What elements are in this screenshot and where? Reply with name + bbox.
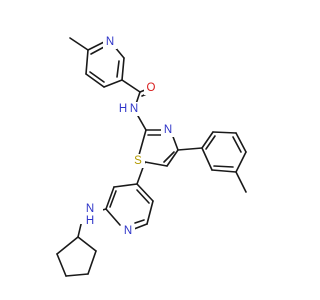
- amide-hydrogen: H: [119, 103, 127, 115]
- thiazole-sulfur: S: [134, 155, 142, 167]
- bond: [138, 129, 147, 156]
- bond: [121, 57, 125, 81]
- atom-label-background: [103, 35, 117, 49]
- atom-label-background: [131, 154, 145, 168]
- pyridine-nitrogen-bottom: N: [124, 225, 132, 237]
- bond: [205, 135, 216, 150]
- chemical-structure-canvas: N O H N N S N N H: [56, 35, 247, 277]
- bond: [201, 131, 214, 149]
- chemical-structure-diagram: N O H N N S N N H: [56, 35, 247, 277]
- bond-lines: [56, 37, 247, 277]
- atom-label-background: [121, 224, 135, 238]
- bond: [232, 136, 242, 153]
- bond: [235, 171, 247, 193]
- bond: [211, 169, 237, 173]
- bond: [136, 183, 154, 202]
- amine-nitrogen: N: [86, 203, 94, 215]
- bond: [133, 223, 148, 230]
- bond: [56, 236, 79, 255]
- bond: [166, 149, 179, 167]
- bond: [85, 73, 105, 88]
- bond: [146, 200, 154, 225]
- bond: [77, 236, 97, 252]
- bond: [69, 37, 89, 51]
- bond: [144, 161, 168, 167]
- bond: [235, 132, 247, 153]
- bond: [212, 131, 237, 134]
- pyridine-nitrogen-top: N: [106, 36, 114, 48]
- bond: [56, 253, 67, 277]
- thiazole-nitrogen: N: [164, 124, 172, 136]
- bond: [105, 208, 121, 226]
- bond: [121, 79, 141, 93]
- bond: [103, 79, 123, 88]
- atom-labels: N O H N N S N N H: [79, 35, 175, 238]
- bond: [105, 186, 115, 210]
- bond: [213, 165, 234, 168]
- bond: [137, 115, 147, 131]
- bond: [87, 41, 105, 51]
- amine-hydrogen: H: [86, 215, 94, 227]
- bond: [109, 190, 117, 208]
- carbonyl-oxygen: O: [147, 82, 156, 94]
- bond: [116, 60, 120, 78]
- atom-label-background: [161, 123, 175, 137]
- bond: [201, 147, 213, 171]
- bond: [87, 250, 97, 275]
- bond: [235, 151, 247, 173]
- atom-label-background: [117, 102, 141, 116]
- amide-nitrogen: N: [130, 103, 138, 115]
- bond: [85, 49, 89, 75]
- atom-label-background: [79, 200, 103, 224]
- bond: [134, 219, 145, 224]
- atom-label-background: [144, 81, 158, 95]
- bond: [113, 183, 138, 188]
- bond: [89, 71, 105, 83]
- bond: [163, 151, 175, 163]
- bond: [65, 273, 89, 277]
- bond: [136, 189, 150, 204]
- bond: [90, 46, 105, 55]
- bond: [177, 147, 203, 151]
